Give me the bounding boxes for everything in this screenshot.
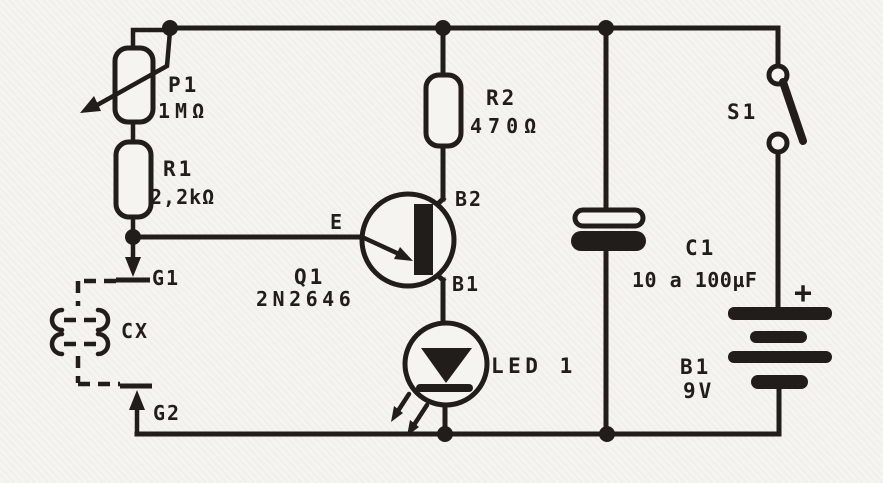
capacitor-c1 bbox=[571, 207, 646, 251]
led1-light-arrowhead-icon bbox=[391, 406, 403, 422]
b1-value-label: 9V bbox=[683, 379, 714, 403]
junction-dot bbox=[598, 20, 614, 36]
b1-ref-label: B1 bbox=[680, 355, 711, 379]
junction-dot bbox=[599, 426, 615, 442]
r1-ref-label: R1 bbox=[163, 157, 194, 181]
r1-value-label: 2,2kΩ bbox=[150, 185, 215, 209]
c1-ref-label: C1 bbox=[685, 236, 716, 260]
r2-value-label: 470Ω bbox=[470, 114, 542, 138]
resistor-r2 bbox=[423, 72, 464, 149]
r1-body bbox=[113, 139, 154, 220]
resistor-r1 bbox=[113, 139, 154, 220]
s1-lever bbox=[779, 78, 807, 145]
cx-plate-hook bbox=[49, 307, 65, 333]
q1-base-bar bbox=[414, 204, 433, 275]
q1-emitter-arrowhead-icon bbox=[394, 247, 413, 261]
battery-b1 bbox=[728, 307, 832, 389]
g2-terminal-label: G2 bbox=[153, 401, 181, 425]
p1-wiper-line bbox=[87, 28, 173, 112]
q1-part-label: 2N2646 bbox=[256, 287, 355, 311]
c1-top-plate bbox=[572, 207, 646, 229]
r2-body bbox=[423, 72, 464, 149]
p1-wiper-arrowhead-icon bbox=[80, 96, 101, 113]
led1-anode-triangle bbox=[421, 348, 472, 383]
cx-plate-hook bbox=[95, 331, 111, 357]
cx-plate-hook bbox=[95, 307, 111, 333]
cx-ref-label: CX bbox=[121, 319, 149, 343]
battery-plate-short bbox=[751, 375, 808, 389]
g1-terminal-label: G1 bbox=[152, 266, 180, 290]
sensor-cx bbox=[49, 239, 152, 410]
transistor-q1 bbox=[359, 191, 457, 289]
p1-ref-label: P1 bbox=[168, 73, 199, 97]
led1 bbox=[391, 320, 490, 436]
p1-value-label: 1MΩ bbox=[158, 99, 209, 123]
g2-arrowhead-icon bbox=[129, 390, 145, 410]
s1-bottom-contact bbox=[766, 131, 790, 155]
switch-s1 bbox=[766, 63, 807, 155]
cx-plate-hook bbox=[49, 331, 65, 357]
junction-dot bbox=[162, 20, 178, 36]
q1-pin-b1-label: B1 bbox=[452, 272, 480, 296]
p1-top-wire bbox=[130, 27, 169, 55]
junction-dot bbox=[437, 426, 453, 442]
battery-plate-long bbox=[728, 351, 832, 363]
q1-pin-b2-label: B2 bbox=[455, 187, 483, 211]
junction-dot bbox=[435, 20, 451, 36]
battery-plate-long bbox=[728, 307, 832, 320]
labels: P1 1MΩ R1 2,2kΩ G1 CX G2 Q1 2N2646 E B2 … bbox=[121, 73, 812, 425]
battery-plate-short bbox=[750, 331, 807, 343]
q1-pin-e-label: E bbox=[330, 210, 344, 234]
battery-plus-label: + bbox=[794, 276, 812, 311]
g1-arrowhead-icon bbox=[125, 257, 141, 277]
led1-light-arrowhead-icon bbox=[407, 420, 419, 436]
r2-ref-label: R2 bbox=[486, 86, 517, 110]
q1-ref-label: Q1 bbox=[294, 265, 325, 289]
potentiometer-p1 bbox=[80, 28, 173, 125]
led1-ref-label: LED 1 bbox=[491, 354, 577, 378]
s1-ref-label: S1 bbox=[727, 100, 758, 124]
junction-dots bbox=[125, 20, 615, 442]
q1-circle bbox=[359, 191, 457, 289]
q1-emitter-line bbox=[359, 234, 402, 257]
junction-dot bbox=[125, 229, 141, 245]
c1-value-label: 10 a 100µF bbox=[632, 268, 757, 292]
c1-bottom-plate bbox=[571, 231, 646, 251]
